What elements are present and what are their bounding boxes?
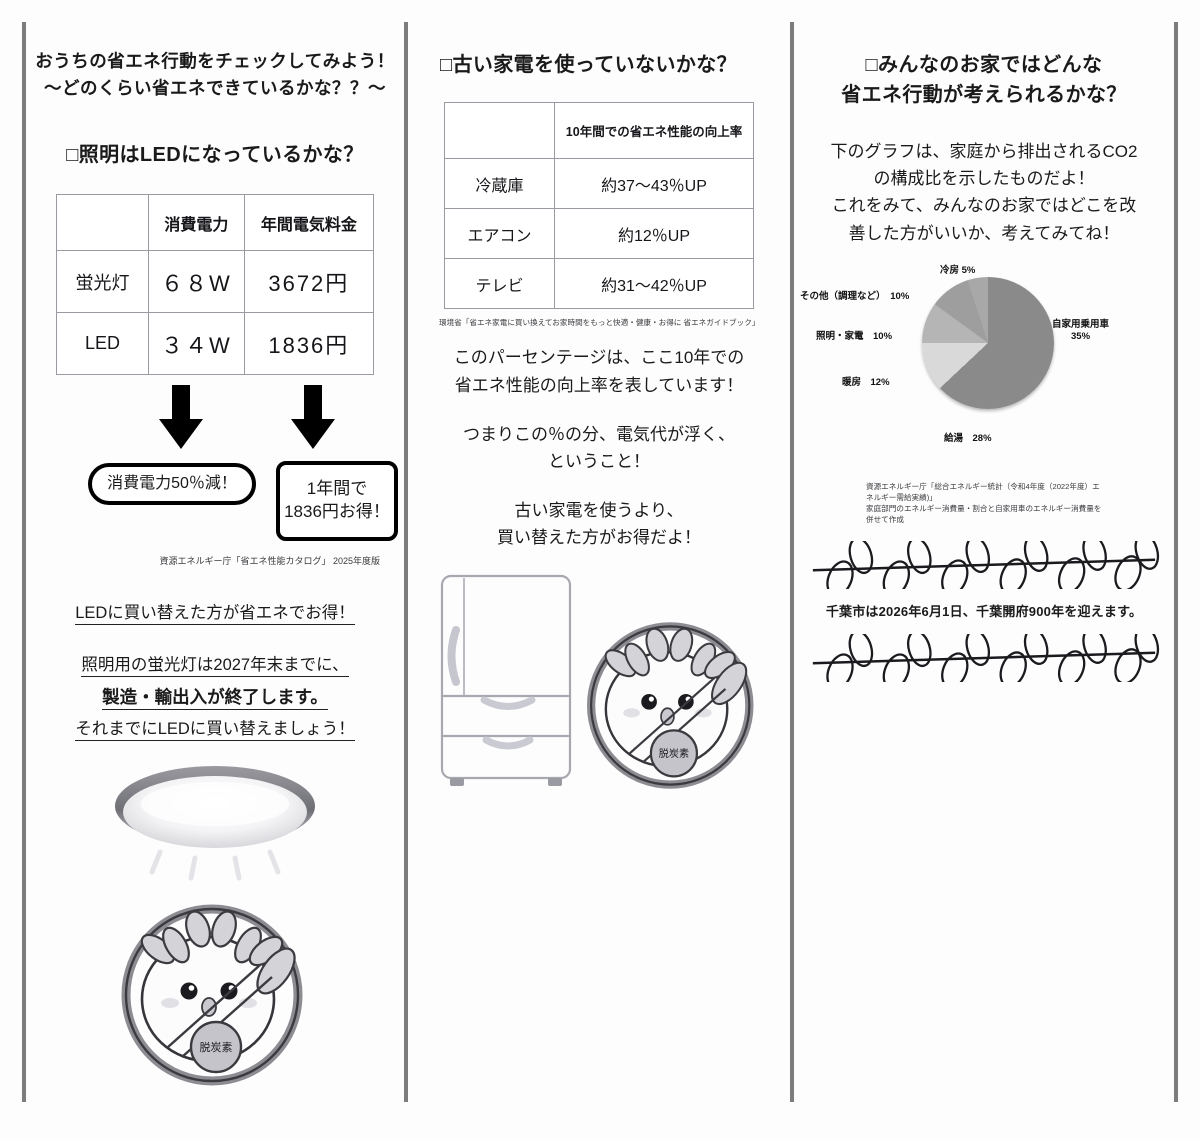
note-led-better: LEDに買い替えた方が省エネでお得！ bbox=[26, 598, 404, 629]
note-phaseout-3: それまでにLEDに買い替えましょう！ bbox=[26, 714, 404, 745]
poster-title-line2: ～どのくらい省エネできているかな？？～ bbox=[44, 78, 386, 99]
header-blank bbox=[56, 194, 149, 252]
refrigerator-icon bbox=[440, 574, 572, 786]
pie-label-other: その他（調理など） 10% bbox=[800, 290, 910, 302]
table-row: 冷蔵庫 約37〜43％UP bbox=[444, 158, 754, 209]
source-note-lighting: 資源エネルギー庁「省エネ性能カタログ」 2025年度版 bbox=[159, 556, 380, 567]
header-annual-cost: 年間電気料金 bbox=[243, 194, 375, 252]
chiba-anniversary-message: 千葉市は2026年6月1日、千葉開府900年を迎えます。 bbox=[825, 603, 1143, 619]
pie-slices bbox=[922, 276, 1054, 409]
intro-line2: の構成比を示したものだよ！ bbox=[873, 169, 1095, 189]
mascot-badge-text: 脱炭素 bbox=[659, 747, 689, 760]
pie-label-car-pct: 35% bbox=[1071, 330, 1091, 342]
lighting-comparison-table: 消費電力 年間電気料金 蛍光灯 ６８W 3672円 LED ３４W 1836円 bbox=[56, 194, 375, 376]
row-label-tv: テレビ bbox=[444, 258, 555, 309]
para2-line1: つまりこの％の分、電気代が浮く、 bbox=[463, 424, 735, 444]
para3-line2: 買い替えた方がお得だよ！ bbox=[497, 528, 701, 548]
table-header-row: 10年間での省エネ性能の向上率 bbox=[444, 102, 754, 159]
source-line3: 家庭部門のエネルギー消費量・割合と自家用車のエネルギー消費量を bbox=[866, 503, 1102, 513]
source-note-appliances: 環境省「省エネ家電に買い換えてお家時間をもっと快適・健康・お得に 省エネガイドブ… bbox=[439, 318, 760, 327]
mascot-bird-icon: 脱炭素 bbox=[586, 621, 754, 789]
ceiling-led-light-icon bbox=[115, 765, 315, 881]
down-arrow-power bbox=[159, 385, 203, 450]
row-label-fridge: 冷蔵庫 bbox=[444, 158, 555, 209]
para3-line1: 古い家電を使うより、 bbox=[514, 501, 684, 521]
cell-aircon-value: 約12％UP bbox=[554, 208, 754, 259]
para1-line1: このパーセンテージは、ここ10年での bbox=[453, 348, 745, 368]
intro-line4: 善した方がいいか、考えてみてね！ bbox=[848, 223, 1120, 243]
pie-label-lighting: 照明・家電 10% bbox=[816, 330, 893, 342]
bubble-savings-line1: 1年間で bbox=[306, 479, 368, 499]
leaf-vine-divider-bottom bbox=[812, 633, 1160, 682]
source-note-co2: 資源エネルギー庁「総合エネルギー統計（令和4年度（2022年度）エ ネルギー需給… bbox=[866, 481, 1166, 525]
bubble-annual-savings: 1年間で 1836円お得！ bbox=[276, 461, 398, 542]
intro-line3: これをみて、みんなのお家ではどこを改 bbox=[831, 196, 1137, 216]
intro-paragraph: 下のグラフは、家庭から排出されるCO2 の構成比を示したものだよ！ これをみて、… bbox=[794, 138, 1174, 247]
section-heading-appliances: □古い家電を使っていないかな？ bbox=[440, 54, 738, 76]
header-power: 消費電力 bbox=[148, 194, 245, 252]
note-phaseout-2: 製造・輸出入が終了します。 bbox=[26, 681, 404, 714]
pie-label-cooling: 冷房 5% bbox=[940, 264, 976, 276]
table-row: LED ３４W 1836円 bbox=[56, 312, 375, 376]
appliance-efficiency-table: 10年間での省エネ性能の向上率 冷蔵庫 約37〜43％UP エアコン 約12％U… bbox=[444, 102, 754, 309]
table-header-row: 消費電力 年間電気料金 bbox=[56, 194, 375, 252]
para2-line2: ということ！ bbox=[548, 451, 650, 471]
column-divider-right bbox=[1174, 22, 1178, 1102]
column-co2-breakdown: □みんなのお家ではどんな 省エネ行動が考えられるかな？ 下のグラフは、家庭から排… bbox=[794, 0, 1174, 1140]
column-divider-2 bbox=[790, 22, 794, 1102]
column-divider-left bbox=[22, 22, 26, 1102]
paragraph-percentage: このパーセンテージは、ここ10年での 省エネ性能の向上率を表しています！ bbox=[408, 344, 790, 398]
cell-fluorescent-cost: 3672円 bbox=[243, 250, 375, 314]
bubble-savings-line2: 1836円お得！ bbox=[284, 502, 390, 522]
column-appliances: □古い家電を使っていないかな？ 10年間での省エネ性能の向上率 冷蔵庫 約37〜… bbox=[408, 0, 790, 1140]
cell-led-power: ３４W bbox=[148, 312, 245, 376]
source-line4: 併せて作成 bbox=[866, 514, 904, 524]
pie-label-water-heating: 給湯 28% bbox=[944, 432, 992, 444]
source-line1: 資源エネルギー庁「総合エネルギー統計（令和4年度（2022年度）エ bbox=[866, 481, 1100, 491]
column-lighting: おうちの省エネ行動をチェックしてみよう！ ～どのくらい省エネできているかな？？～… bbox=[26, 0, 404, 1140]
table-row: 蛍光灯 ６８W 3672円 bbox=[56, 250, 375, 314]
cell-fridge-value: 約37〜43％UP bbox=[554, 158, 754, 209]
section-heading-line1: □みんなのお家ではどんな bbox=[865, 54, 1103, 76]
paragraph-savings: つまりこの％の分、電気代が浮く、 ということ！ bbox=[408, 421, 790, 475]
poster-title-line1: おうちの省エネ行動をチェックしてみよう！ bbox=[35, 51, 395, 71]
column-divider-1 bbox=[404, 22, 408, 1102]
leaf-vine-divider-top bbox=[812, 540, 1160, 589]
pie-label-car: 自家用乗用車 35% bbox=[1052, 319, 1109, 343]
co2-pie-chart: 冷房 5% その他（調理など） 10% 照明・家電 10% 暖房 12% 給湯 … bbox=[794, 265, 1174, 479]
header-efficiency-gain: 10年間での省エネ性能の向上率 bbox=[554, 102, 754, 159]
pie-label-car-name: 自家用乗用車 bbox=[1052, 318, 1110, 330]
header-blank bbox=[444, 102, 555, 159]
bubble-power-reduction: 消費電力50％減！ bbox=[88, 463, 256, 506]
table-row: テレビ 約31〜42％UP bbox=[444, 258, 754, 309]
cell-fluorescent-power: ６８W bbox=[148, 250, 245, 314]
source-line2: ネルギー需給実績)」 bbox=[866, 492, 937, 502]
row-label-aircon: エアコン bbox=[444, 208, 555, 259]
intro-line1: 下のグラフは、家庭から排出されるCO2 bbox=[830, 142, 1138, 161]
note-phaseout-1: 照明用の蛍光灯は2027年末までに、 bbox=[26, 650, 404, 681]
section-heading-co2: □みんなのお家ではどんな 省エネ行動が考えられるかな？ bbox=[794, 50, 1174, 110]
paragraph-replace: 古い家電を使うより、 買い替えた方がお得だよ！ bbox=[408, 497, 790, 551]
para1-line2: 省エネ性能の向上率を表しています！ bbox=[454, 375, 744, 395]
row-label-led: LED bbox=[56, 312, 149, 376]
section-heading-line2: 省エネ行動が考えられるかな？ bbox=[841, 84, 1127, 106]
mascot-bird-icon: 脱炭素 bbox=[121, 904, 303, 1086]
pie-label-heating: 暖房 12% bbox=[842, 376, 890, 388]
down-arrow-cost bbox=[291, 385, 335, 450]
row-label-fluorescent: 蛍光灯 bbox=[56, 250, 149, 314]
cell-tv-value: 約31〜42％UP bbox=[554, 258, 754, 309]
table-row: エアコン 約12％UP bbox=[444, 208, 754, 259]
section-heading-lighting: □照明はLEDになっているかな？ bbox=[66, 144, 364, 167]
mascot-badge-text: 脱炭素 bbox=[200, 1040, 233, 1054]
cell-led-cost: 1836円 bbox=[243, 312, 375, 376]
poster-title: おうちの省エネ行動をチェックしてみよう！ ～どのくらい省エネできているかな？？～ bbox=[26, 48, 404, 102]
